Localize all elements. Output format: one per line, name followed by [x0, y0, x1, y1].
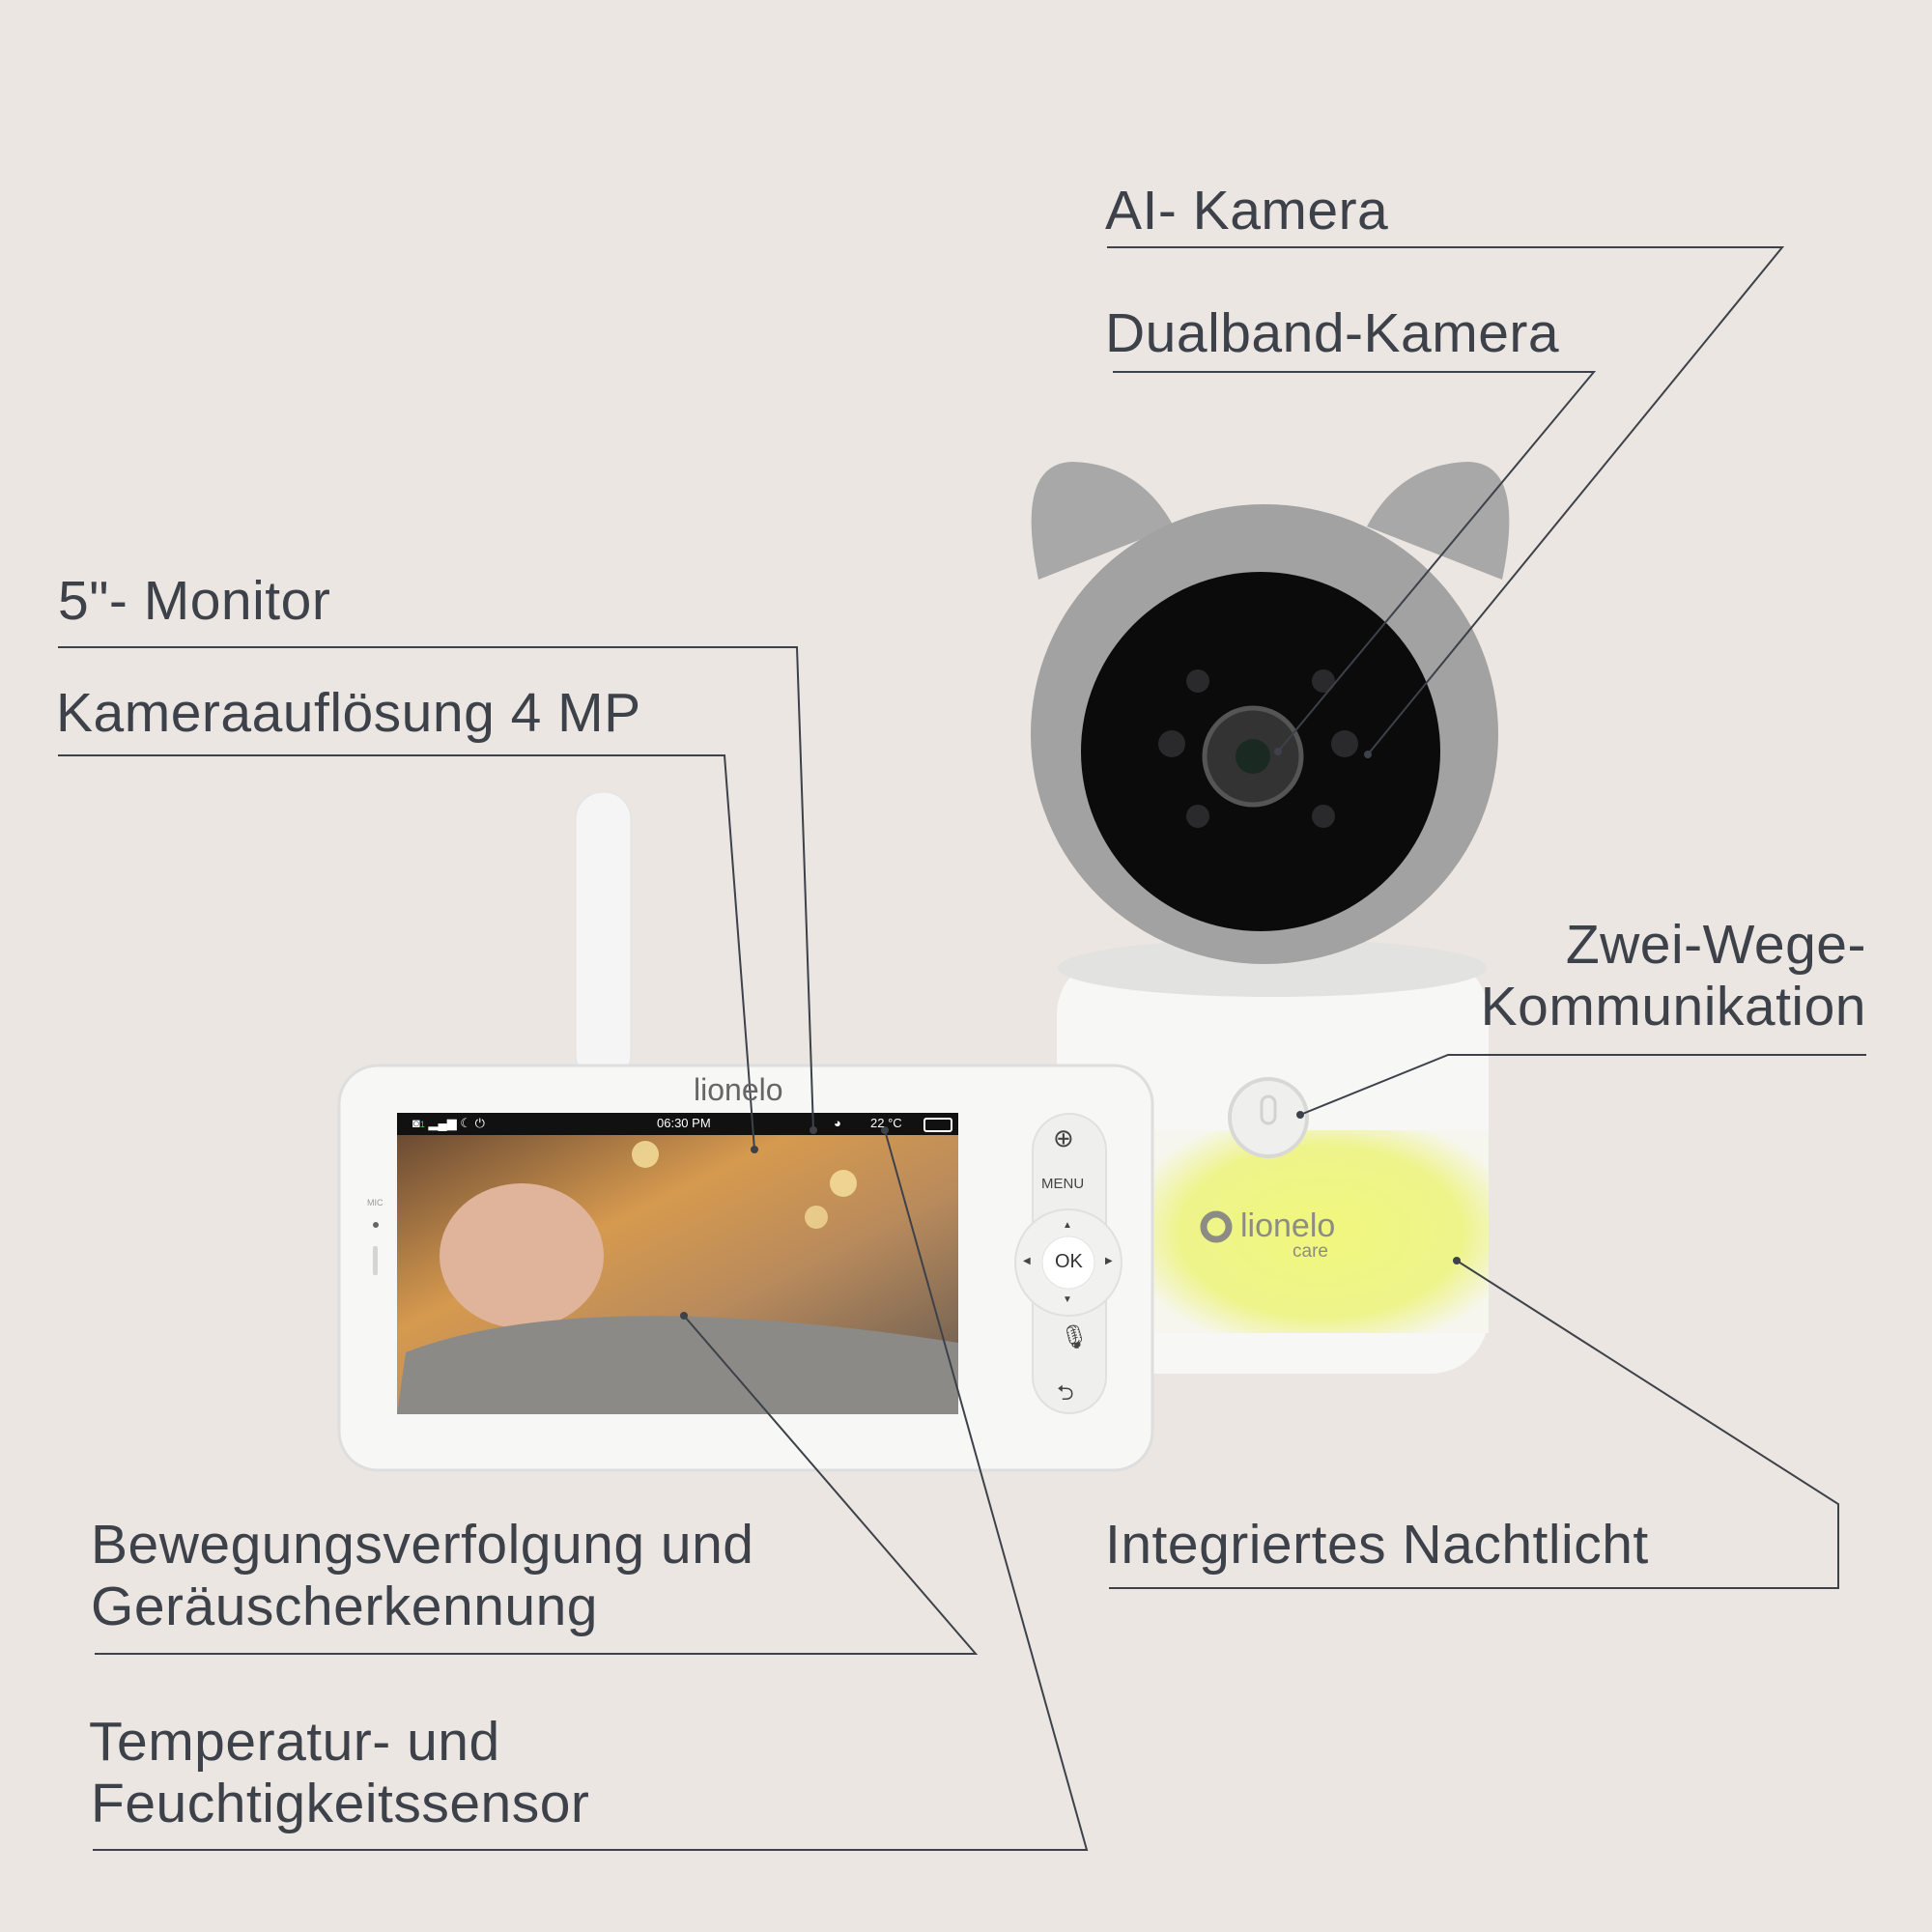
- parent-monitor: [337, 791, 1154, 1472]
- right-arrow-icon[interactable]: ▶: [1105, 1256, 1113, 1266]
- label-ai-camera: AI- Kamera: [1105, 180, 1389, 242]
- label-temp-line1: Temperatur- und: [89, 1711, 500, 1773]
- ok-button[interactable]: OK: [1055, 1251, 1083, 1272]
- label-camera-resolution: Kameraauflösung 4 MP: [56, 682, 641, 744]
- mic-label: MIC: [367, 1198, 384, 1208]
- camera-indicator-icon: ◙1 ▂▄▆ ☾ ⏻: [412, 1116, 485, 1130]
- baby-camera: [1031, 462, 1510, 1374]
- label-motion-line2: Geräuscherkennung: [91, 1576, 599, 1637]
- monitor-brand-logo: lionelo: [694, 1072, 783, 1107]
- label-two-way-line1: Zwei-Wege-: [1565, 914, 1866, 976]
- label-monitor-size: 5"- Monitor: [58, 570, 331, 632]
- talk-microphone-button[interactable]: 🎙: [1060, 1324, 1090, 1350]
- menu-button[interactable]: MENU: [1041, 1176, 1085, 1192]
- status-temperature: 22 °C: [870, 1116, 902, 1130]
- label-temp-line2: Feuchtigkeitssensor: [91, 1773, 590, 1834]
- baby: [440, 1183, 604, 1328]
- microphone-icon: [1260, 1094, 1277, 1125]
- camera-index: 1: [419, 1120, 425, 1129]
- back-button[interactable]: ⮌: [1057, 1380, 1074, 1405]
- battery-icon: [923, 1118, 952, 1132]
- zoom-in-button[interactable]: ⊕: [1053, 1123, 1074, 1152]
- up-arrow-icon[interactable]: ▲: [1063, 1220, 1072, 1231]
- right-ear: [1367, 462, 1510, 580]
- left-arrow-icon[interactable]: ◀: [1023, 1256, 1031, 1266]
- humidity-icon: ◕: [834, 1116, 841, 1130]
- label-dualband-camera: Dualband-Kamera: [1105, 302, 1560, 364]
- lionelo-logo-icon: [1200, 1210, 1233, 1243]
- callout-lines: [58, 246, 1866, 1851]
- label-two-way-line2: Kommunikation: [1480, 976, 1866, 1037]
- label-night-light: Integriertes Nachtlicht: [1105, 1514, 1649, 1576]
- camera-sub-brand: care: [1293, 1241, 1328, 1262]
- left-ear: [1031, 462, 1174, 580]
- camera-brand-logo: lionelo: [1240, 1208, 1336, 1244]
- label-motion-line1: Bewegungsverfolgung und: [91, 1514, 754, 1576]
- status-time: 06:30 PM: [657, 1116, 711, 1130]
- down-arrow-icon[interactable]: ▼: [1063, 1294, 1072, 1305]
- talk-button: [1228, 1077, 1309, 1158]
